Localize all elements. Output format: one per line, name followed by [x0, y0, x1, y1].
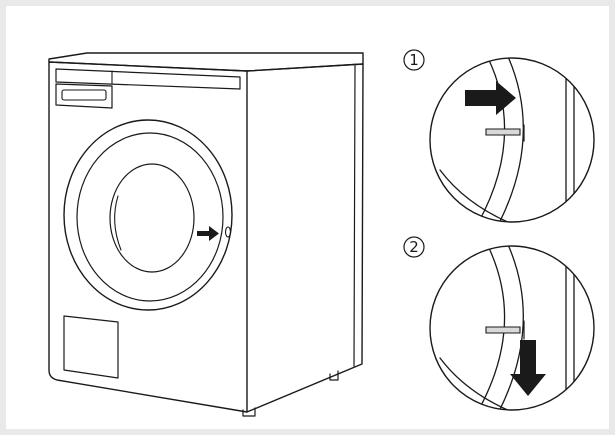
step-1-number: 1 — [409, 51, 419, 69]
door-inner-ring — [76, 132, 224, 302]
service-hatch — [63, 315, 119, 379]
door-rim-line — [489, 58, 524, 222]
control-panel — [55, 68, 241, 90]
machine-side-edge — [353, 65, 356, 367]
step-2-badge — [403, 236, 425, 258]
door-glass — [109, 163, 195, 273]
door-rim-line — [489, 246, 524, 410]
washing-machine — [48, 52, 364, 417]
machine-foot-rear — [329, 370, 339, 381]
door-catch — [224, 226, 232, 238]
arrow-right-icon — [197, 226, 219, 241]
machine-side — [246, 63, 364, 413]
step-2-magnifier — [429, 245, 595, 411]
machine-front — [48, 61, 248, 413]
step-2-number: 2 — [409, 238, 419, 256]
machine-foot-front — [242, 407, 256, 417]
door-gasket-curve — [439, 169, 529, 222]
step-1-magnifier — [429, 57, 595, 223]
step-2-detail: 2 — [403, 236, 595, 411]
pin-icon — [485, 128, 521, 136]
step-1-detail: 1 — [403, 49, 595, 223]
machine-top — [48, 52, 364, 72]
door-glass-reflection — [114, 195, 122, 251]
door-edge-line — [467, 58, 506, 222]
step-1-badge — [403, 49, 425, 71]
door-outer-ring — [63, 119, 233, 311]
drawer-handle — [61, 89, 107, 101]
arrow-right-icon — [465, 81, 516, 115]
door-gasket-curve — [439, 357, 529, 410]
pin-icon — [485, 326, 521, 334]
arrow-down-icon — [510, 340, 546, 396]
detergent-drawer — [55, 83, 113, 109]
